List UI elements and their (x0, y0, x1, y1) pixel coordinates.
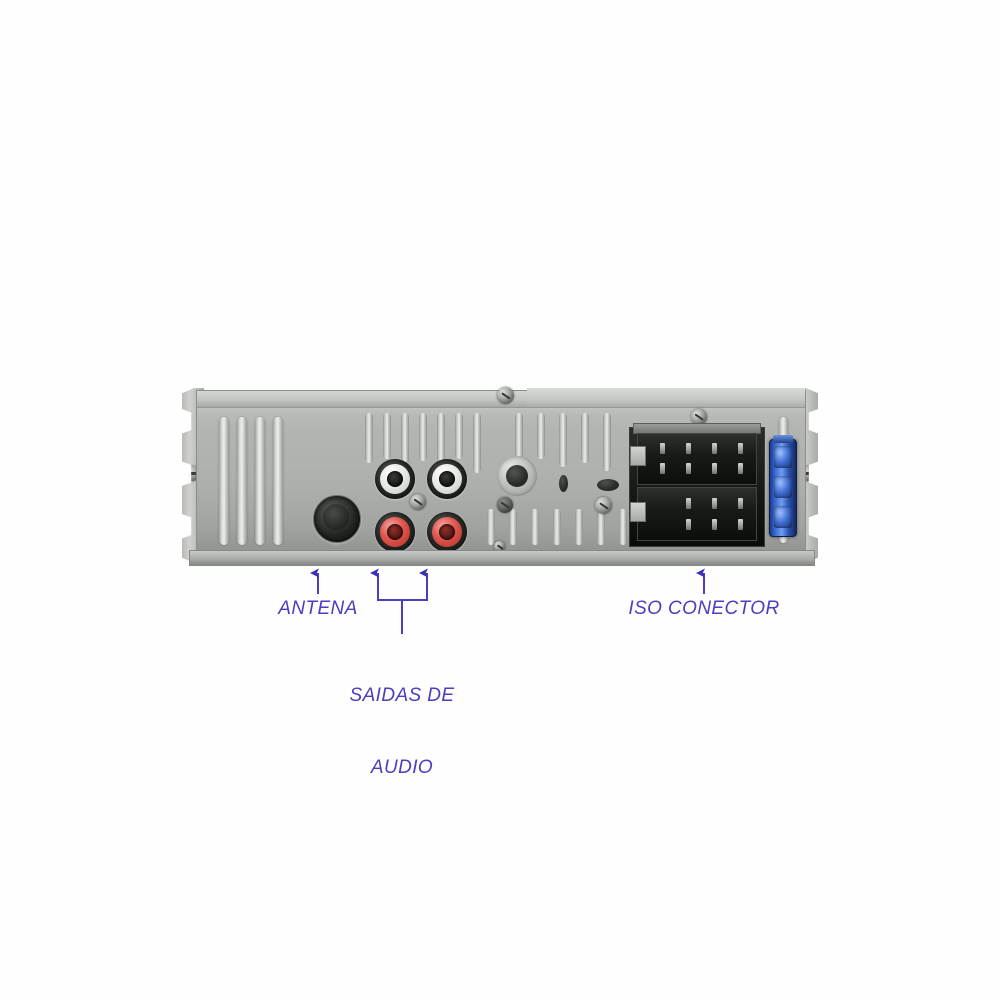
rca-hole (387, 524, 403, 540)
callout-arrow-saidas-de-audio (370, 568, 428, 634)
heatsink-fin (219, 417, 229, 545)
iso-pin (712, 443, 717, 454)
fuse-segment (774, 476, 792, 498)
vent-slot (365, 413, 373, 463)
iso-pin (686, 463, 691, 474)
heatsink-fin (237, 417, 247, 545)
iso-pin (738, 498, 743, 509)
middle-round-port (497, 456, 537, 496)
heatsink-fin (273, 417, 283, 545)
oval-vent (559, 475, 568, 492)
vent-slot (401, 413, 409, 465)
rca-hole (439, 471, 455, 487)
vent-slot (383, 413, 391, 459)
rca-white-right-jack (427, 459, 467, 499)
fuse-cap (773, 435, 793, 443)
iso-pin (712, 498, 717, 509)
vent-slot (437, 413, 445, 467)
mid-right-screw (595, 497, 612, 514)
iso-pin (738, 463, 743, 474)
iso-pin (660, 463, 665, 474)
fuse-segment (774, 506, 792, 528)
vent-slot (419, 413, 427, 461)
chassis-body (189, 387, 815, 566)
top-center-screw (497, 387, 514, 404)
top-chamfer-right (527, 388, 805, 408)
callout-label-antena: ANTENA (278, 598, 358, 619)
heatsink-fin (255, 417, 265, 545)
vent-slot (455, 413, 463, 459)
vent-slot (509, 509, 517, 545)
vent-slot (473, 413, 481, 473)
iso-pin (712, 463, 717, 474)
rca-red-left-jack (375, 512, 415, 552)
oval-vent (597, 479, 619, 491)
callout-label-saidas-line1: SAIDAS DE (349, 685, 455, 706)
iso-top-screw (691, 409, 707, 425)
fuse-segment (774, 446, 792, 468)
rca-center-screw (410, 494, 426, 510)
vent-slot (619, 509, 627, 545)
iso-pin (660, 443, 665, 454)
iso-pin (738, 519, 743, 530)
iso-pin (738, 443, 743, 454)
antenna-socket (313, 495, 361, 543)
iso-keying-notch (630, 446, 646, 466)
bottom-center-screw (494, 541, 505, 552)
rca-white-left-jack (375, 459, 415, 499)
iso-connector-block-bottom (630, 487, 757, 541)
vent-slot (487, 509, 495, 545)
iso-pin (686, 498, 691, 509)
vent-slot (531, 509, 539, 545)
iso-connector-block-top (630, 433, 757, 485)
iso-pin (686, 519, 691, 530)
callout-label-saidas-de-audio: SAIDAS DE AUDIO (332, 636, 472, 828)
vent-slot (597, 509, 605, 545)
rca-red-right-jack (427, 512, 467, 552)
iso-pin (712, 519, 717, 530)
vent-slot (581, 413, 589, 463)
vent-slot (537, 413, 545, 459)
iso-connector-assembly (627, 423, 767, 547)
vent-slot (575, 509, 583, 545)
vent-slot (603, 413, 611, 471)
fuse-holder (769, 435, 797, 537)
car-stereo-rear-panel (182, 387, 818, 566)
vent-slot (515, 413, 523, 463)
callout-label-saidas-line2: AUDIO (370, 757, 434, 778)
mid-left-screw (497, 497, 513, 513)
vent-slot (559, 413, 567, 467)
rca-hole (439, 524, 455, 540)
bottom-lip-edge (190, 561, 814, 566)
vent-slot (553, 509, 561, 545)
rca-hole (387, 471, 403, 487)
bottom-lip (189, 550, 815, 566)
callout-label-iso-conector: ISO CONECTOR (628, 598, 780, 619)
iso-pin (686, 443, 691, 454)
iso-keying-notch (630, 502, 646, 522)
